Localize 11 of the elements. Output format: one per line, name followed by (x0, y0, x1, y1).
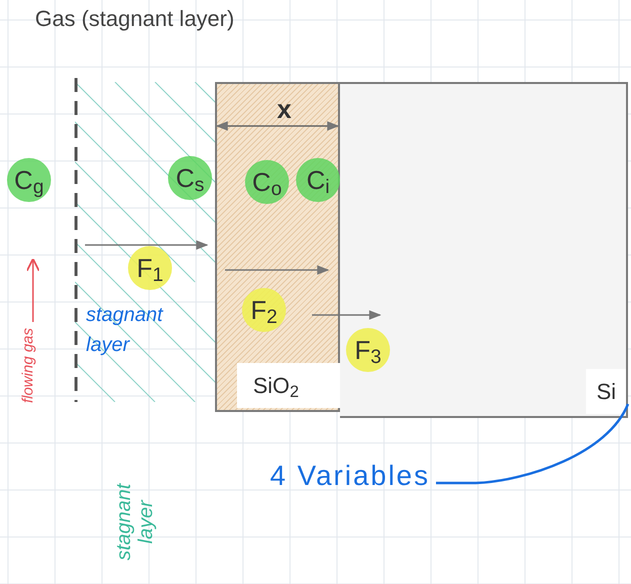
curved-line (436, 403, 630, 484)
dimension-label: x (277, 93, 292, 126)
layer-label: Si (586, 369, 626, 414)
handwritten-note: stagnant layer (113, 482, 157, 562)
heading-text: Gas (stagnant layer) (35, 5, 236, 33)
handwritten-note: stagnant layer (86, 303, 164, 358)
silicon-substrate (340, 82, 628, 418)
handwritten-note: flowing gas (20, 326, 36, 406)
oxide-layer (215, 82, 340, 412)
layer-label: SiO$_{2}$ (237, 363, 340, 408)
note-text: 4 Variables (270, 455, 436, 499)
